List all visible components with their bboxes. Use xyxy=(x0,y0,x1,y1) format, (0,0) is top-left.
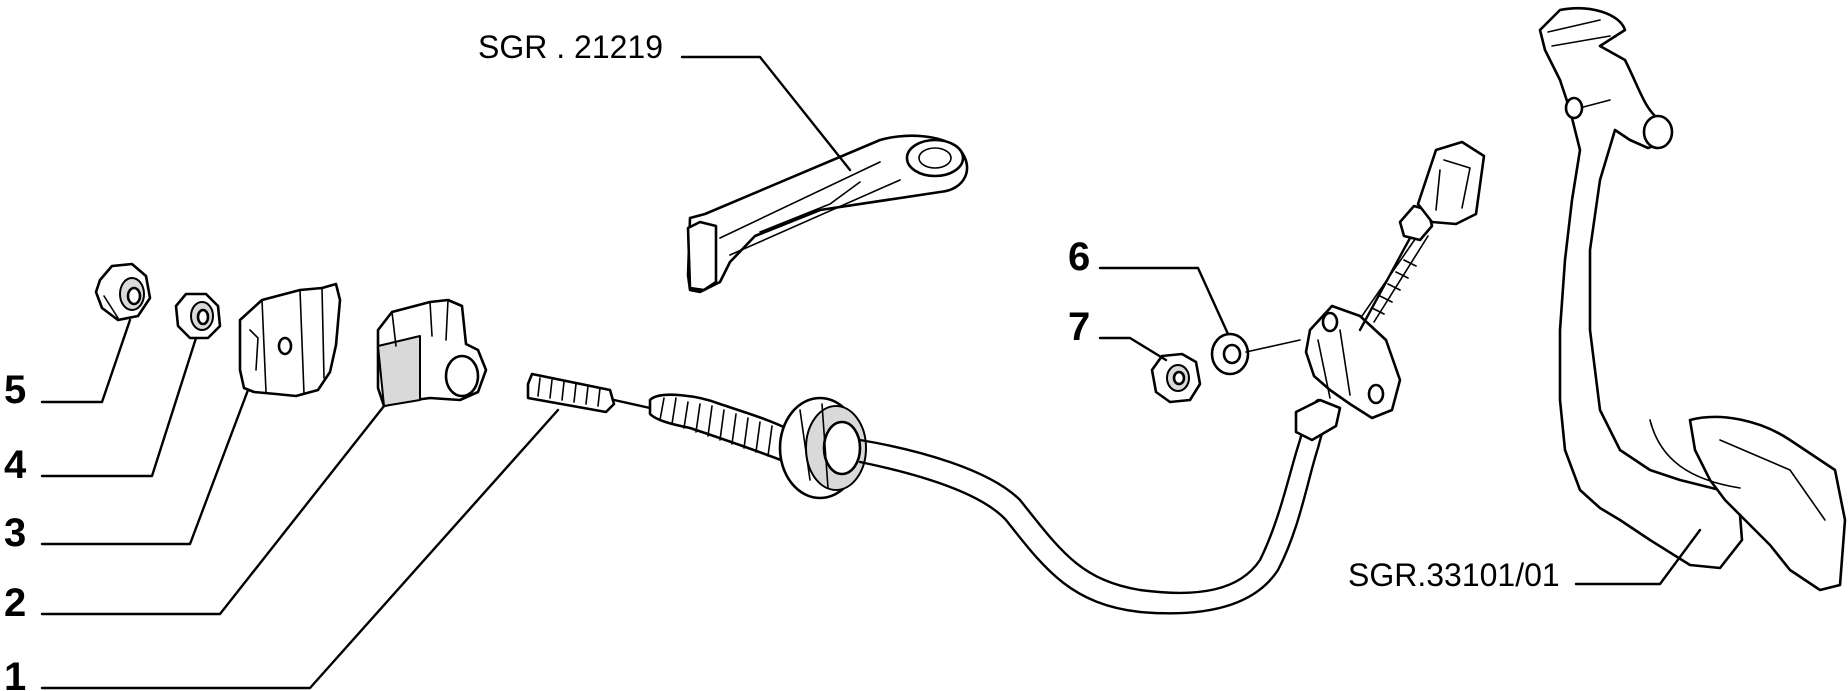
reference-lever-code: SGR . 21219 xyxy=(478,29,663,65)
clutch-pedal xyxy=(1538,6,1847,592)
release-lever xyxy=(686,134,969,294)
reference-labels: SGR . 21219 SGR.33101/01 xyxy=(478,29,1560,593)
callout-4: 4 xyxy=(4,443,27,487)
callout-5: 5 xyxy=(4,368,26,412)
leader-lines xyxy=(40,55,1702,690)
part-1-clutch-cable xyxy=(526,140,1486,615)
part-5-nut xyxy=(94,262,152,322)
callout-1: 1 xyxy=(4,655,26,691)
part-4-washer-nut xyxy=(174,292,222,340)
callout-3: 3 xyxy=(4,511,26,555)
reference-pedal-code: SGR.33101/01 xyxy=(1348,557,1560,593)
callout-6: 6 xyxy=(1068,235,1090,279)
part-3-bracket xyxy=(238,282,342,398)
callout-7: 7 xyxy=(1068,305,1090,349)
callout-labels: 5 4 3 2 1 6 7 xyxy=(4,235,1090,691)
part-6-washer xyxy=(1210,332,1250,376)
part-2-bush xyxy=(376,298,488,408)
callout-2: 2 xyxy=(4,581,26,625)
part-7-nut xyxy=(1150,352,1202,404)
